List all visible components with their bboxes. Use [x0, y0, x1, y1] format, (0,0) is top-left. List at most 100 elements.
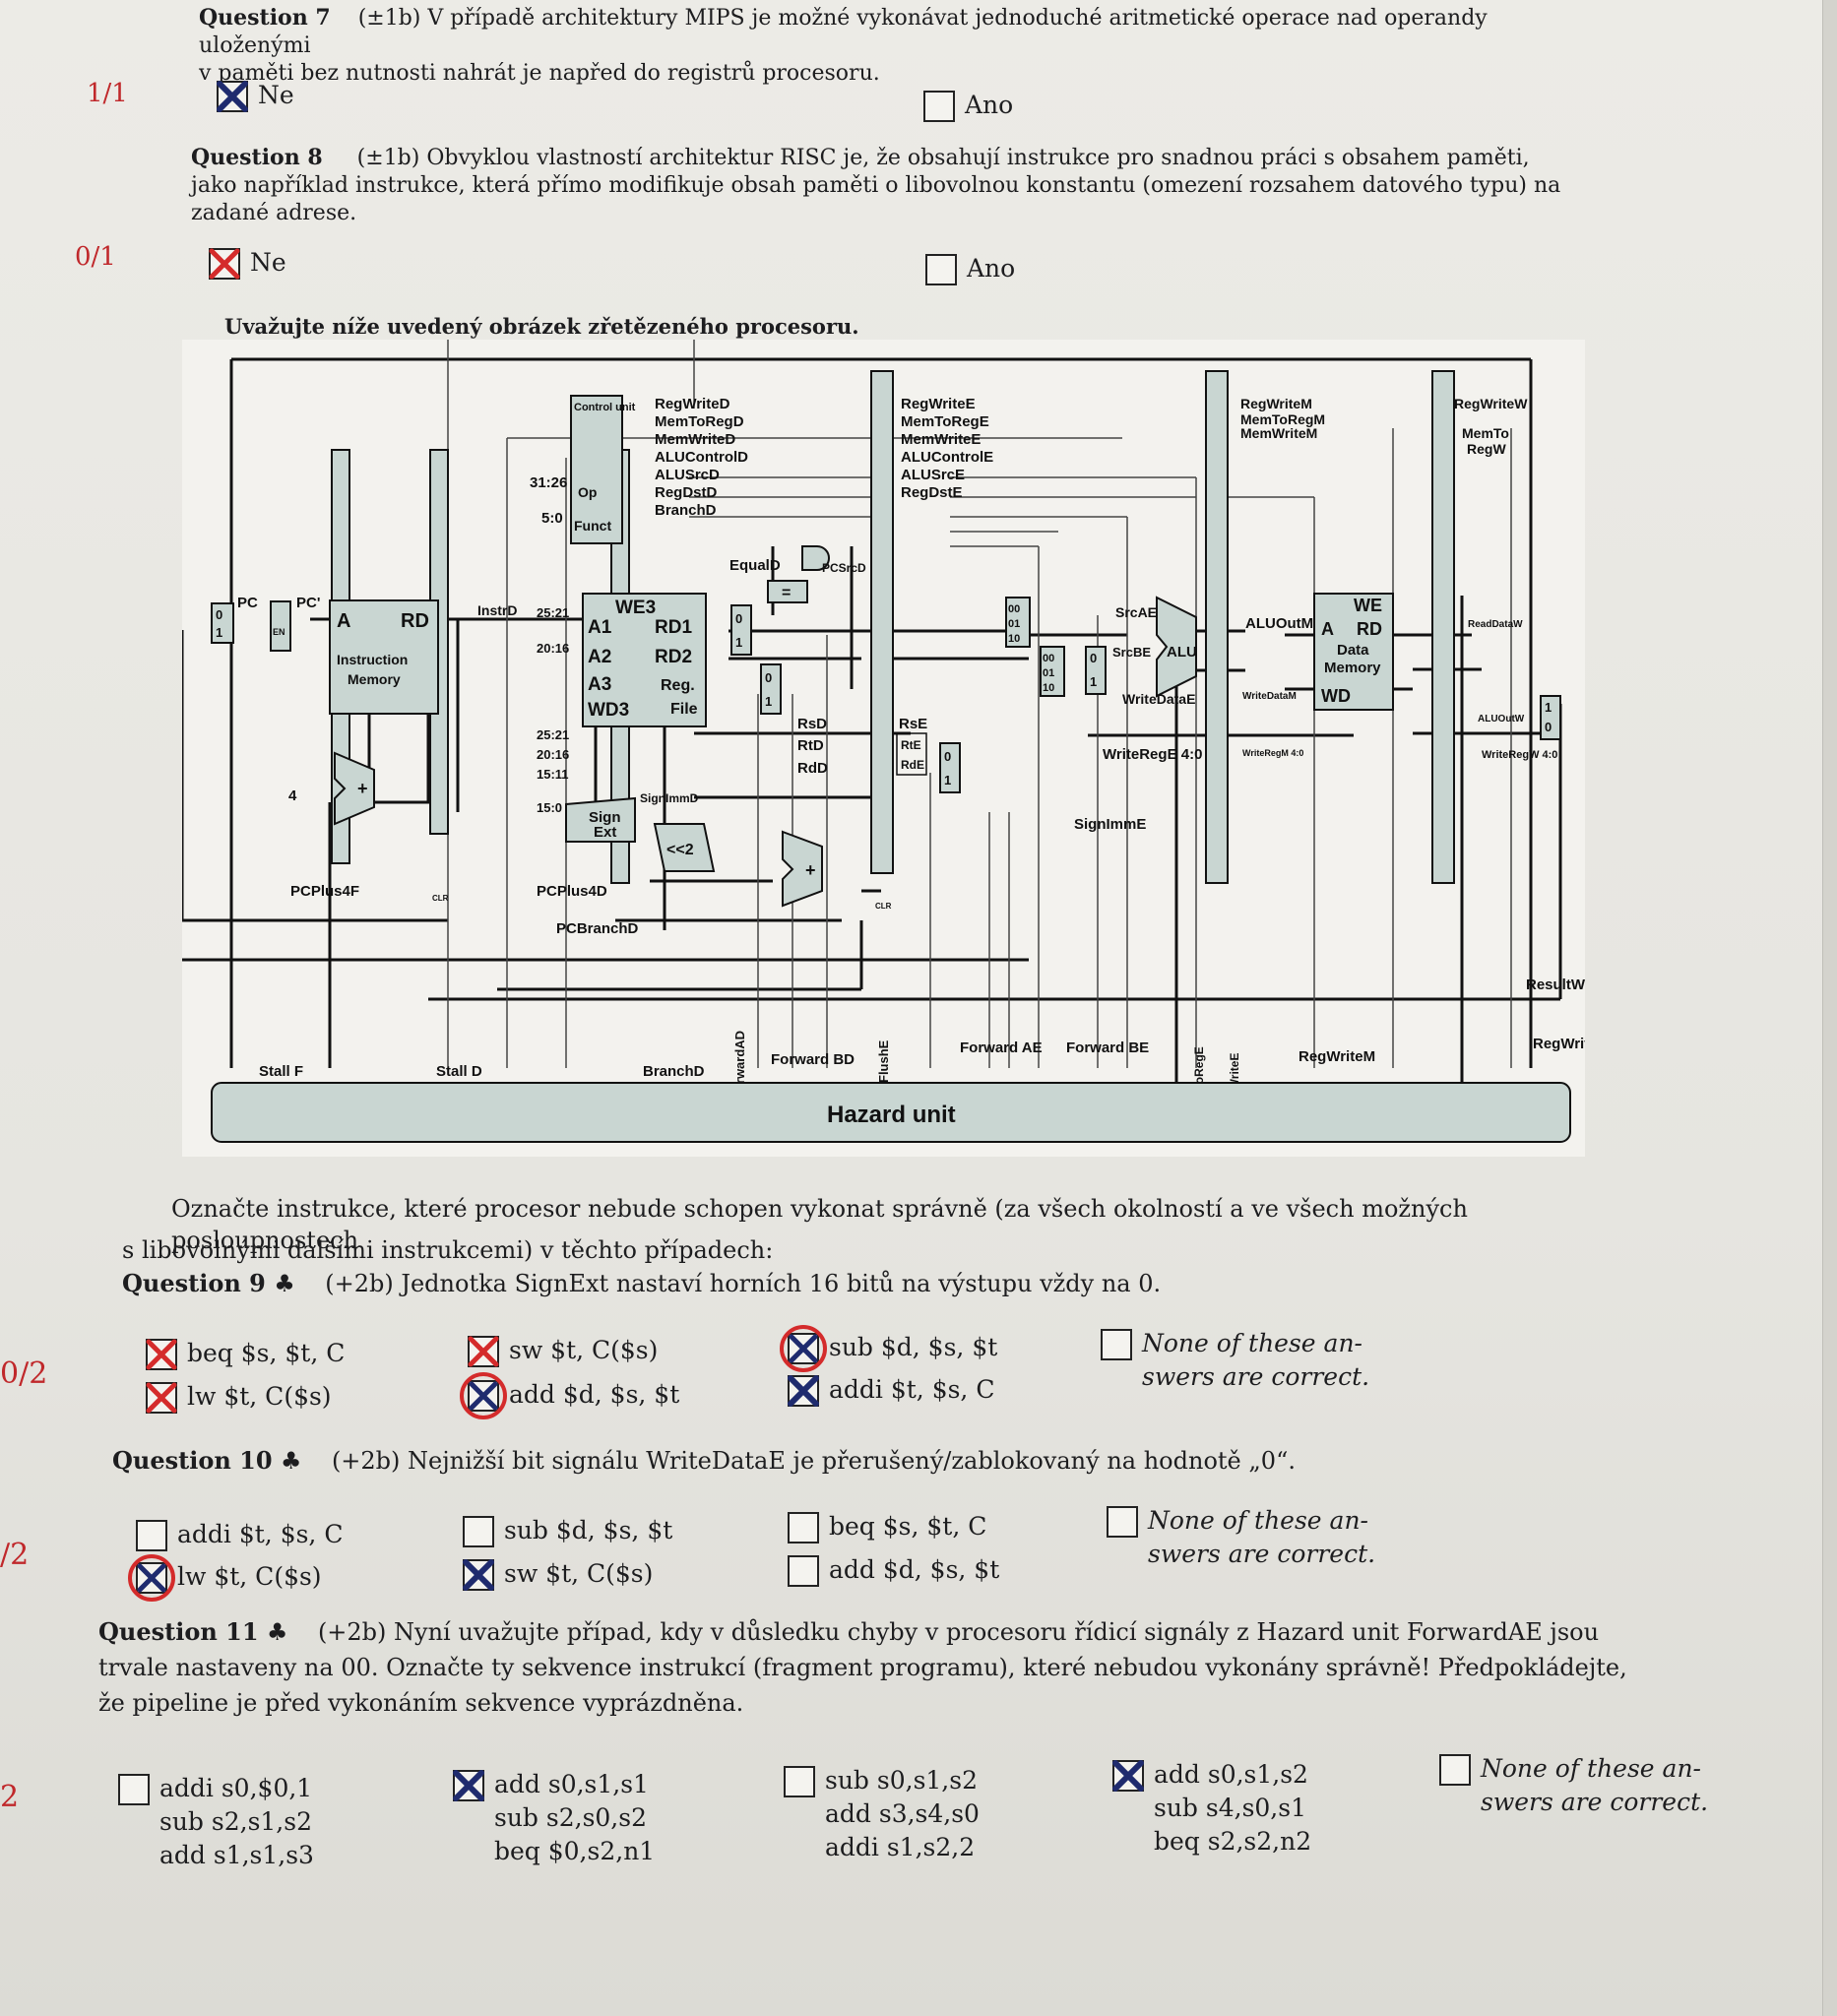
signext-label2: Ext — [594, 824, 616, 841]
q9-option-none[interactable]: None of these an-swers are correct. — [1101, 1327, 1369, 1394]
fae-00: 00 — [1008, 603, 1020, 615]
rf-wd3: WD3 — [588, 700, 629, 721]
q10-checkbox-add[interactable] — [788, 1555, 819, 1587]
q7-text: Question 7 (±1b) V případě architektury … — [199, 4, 1597, 88]
q11-text-line1: (+2b) Nyní uvažujte případ, kdy v důsled… — [317, 1618, 1600, 1646]
rf-a2: A2 — [588, 647, 611, 667]
q9-option-lw[interactable]: lw $t, C($s) — [146, 1380, 332, 1414]
q9-option-label: sub $d, $s, $t — [829, 1333, 998, 1361]
rse-label: RsE — [899, 716, 927, 732]
imem-name1: Instruction — [337, 652, 408, 667]
writeback-signals: RegWriteW MemTo RegW — [1454, 396, 1528, 457]
q9-checkbox-add[interactable] — [460, 1372, 507, 1419]
q9-option-addi[interactable]: addi $t, $s, C — [788, 1373, 994, 1407]
q9-option-beq[interactable]: beq $s, $t, C — [146, 1337, 345, 1370]
q11-option-4[interactable]: add s0,s1,s2 sub s4,s0,s1 beq s2,s2,n2 — [1112, 1758, 1311, 1858]
equald-label: EqualD — [729, 557, 781, 574]
q9-option-sub[interactable]: sub $d, $s, $t — [780, 1325, 998, 1372]
writeback-signal: RegWriteW — [1454, 396, 1528, 411]
q11-option-3[interactable]: sub s0,s1,s2 add s3,s4,s0 addi s1,s2,2 — [784, 1764, 980, 1864]
bits-31-26: 31:26 — [530, 474, 567, 491]
memory-signal: MemToRegM — [1240, 411, 1325, 427]
hazard-signal: RegWriteM — [1299, 1048, 1375, 1065]
q9-option-label: sw $t, C($s) — [509, 1336, 659, 1364]
q9-option-sw[interactable]: sw $t, C($s) — [468, 1334, 658, 1367]
rf-name2: File — [670, 701, 698, 718]
q7-checkbox-ne[interactable] — [217, 81, 248, 112]
q7-checkbox-ano[interactable] — [923, 91, 955, 122]
q10-option-beq[interactable]: beq $s, $t, C — [788, 1510, 986, 1544]
q9-option-add[interactable]: add $d, $s, $t — [460, 1372, 680, 1419]
q9-checkbox-sw[interactable] — [468, 1336, 499, 1367]
q11-checkbox-2[interactable] — [453, 1770, 484, 1801]
q11-text-line3: že pipeline je před vykonáním sekvence v… — [98, 1689, 744, 1717]
pc-register-box — [270, 600, 291, 652]
execute-signal: RegWriteE — [901, 396, 976, 412]
forward-ad-mux — [730, 604, 752, 656]
q11-option-1[interactable]: addi s0,$0,1 sub s2,s1,s2 add s1,s1,s3 — [118, 1772, 314, 1872]
instrd-label: InstrD — [477, 602, 517, 618]
blue-x-mark-icon — [1112, 1760, 1144, 1792]
resultw-label: ResultW — [1526, 976, 1585, 993]
q9-checkbox-beq[interactable] — [146, 1339, 177, 1370]
code-line: addi s1,s2,2 — [825, 1833, 976, 1861]
q9-option-label: add $d, $s, $t — [509, 1380, 680, 1409]
red-x-mark-icon — [146, 1339, 177, 1370]
q10-checkbox-sw[interactable] — [463, 1559, 494, 1591]
q10-option-sub[interactable]: sub $d, $s, $t — [463, 1514, 672, 1547]
bit-range: 25:21 — [537, 727, 569, 742]
q11-checkbox-4[interactable] — [1112, 1760, 1144, 1792]
hazard-signal: FlushE — [876, 1040, 891, 1083]
q10-option-addi[interactable]: addi $t, $s, C — [136, 1518, 343, 1551]
q10-option-add[interactable]: add $d, $s, $t — [788, 1553, 999, 1587]
q7-text-line2: v paměti bez nutnosti nahrát je napřed d… — [199, 61, 880, 86]
hazard-signal: RegWrite W — [1533, 1036, 1585, 1052]
q8-text-line3: zadané adrese. — [191, 201, 357, 225]
q10-option-lw[interactable]: lw $t, C($s) — [128, 1554, 322, 1602]
q10-option-sw[interactable]: sw $t, C($s) — [463, 1557, 653, 1591]
q8-option-ano[interactable]: Ano — [925, 252, 1015, 285]
code-line: sub s2,s1,s2 — [159, 1807, 312, 1836]
q11-option-none[interactable]: None of these an-swers are correct. — [1439, 1752, 1708, 1819]
q11-option-2[interactable]: add s0,s1,s1 sub s2,s0,s2 beq $0,s2,n1 — [453, 1768, 655, 1868]
q8-option-ne[interactable]: Ne — [209, 246, 286, 280]
q11-checkbox-none[interactable] — [1439, 1754, 1471, 1786]
q11-option-code: add s0,s1,s2 sub s4,s0,s1 beq s2,s2,n2 — [1154, 1758, 1311, 1858]
q10-option-none[interactable]: None of these an-swers are correct. — [1107, 1504, 1375, 1571]
q10-checkbox-beq[interactable] — [788, 1512, 819, 1544]
pcsrcd-label: PCSrcD — [822, 561, 866, 575]
execute-signal: MemToRegE — [901, 413, 989, 430]
readdataw-label: ReadDataW — [1468, 619, 1523, 630]
q9-checkbox-addi[interactable] — [788, 1375, 819, 1407]
q9-checkbox-sub[interactable] — [780, 1325, 827, 1372]
rf-a1: A1 — [588, 617, 612, 638]
q10-checkbox-none[interactable] — [1107, 1506, 1138, 1538]
q7-option-ne-label: Ne — [258, 81, 294, 109]
q8-text: Question 8 (±1b) Obvyklou vlastností arc… — [191, 144, 1589, 227]
fbd-mux-1: 1 — [765, 694, 772, 709]
execute-signal: MemWriteE — [901, 431, 981, 448]
q8-checkbox-ne[interactable] — [209, 248, 240, 280]
bit-range: 20:16 — [537, 747, 569, 762]
q11-checkbox-3[interactable] — [784, 1766, 815, 1797]
q9-checkbox-lw[interactable] — [146, 1382, 177, 1414]
q7-option-ano[interactable]: Ano — [923, 89, 1013, 122]
decode-signal: ALUSrcD — [655, 467, 720, 483]
q7-option-ne[interactable]: Ne — [217, 79, 294, 112]
q8-checkbox-ano[interactable] — [925, 254, 957, 285]
q11-none-line2: swers are correct. — [1481, 1788, 1709, 1816]
q10-checkbox-sub[interactable] — [463, 1516, 494, 1547]
q8-option-ano-label: Ano — [967, 254, 1016, 283]
red-circle-icon — [460, 1372, 507, 1419]
regdst-mux-1: 1 — [944, 773, 951, 788]
q10-checkbox-lw[interactable] — [128, 1554, 175, 1602]
rdd-label: RdD — [797, 760, 828, 777]
q7-option-ano-label: Ano — [965, 91, 1014, 119]
q10-checkbox-addi[interactable] — [136, 1520, 167, 1551]
execute-signal: RegDstE — [901, 484, 963, 501]
bit-range: 20:16 — [537, 641, 569, 656]
q9-checkbox-none[interactable] — [1101, 1329, 1132, 1360]
q11-checkbox-1[interactable] — [118, 1774, 150, 1805]
memtoreg-mux-0: 0 — [1545, 720, 1552, 734]
code-line: add s0,s1,s2 — [1154, 1760, 1308, 1789]
